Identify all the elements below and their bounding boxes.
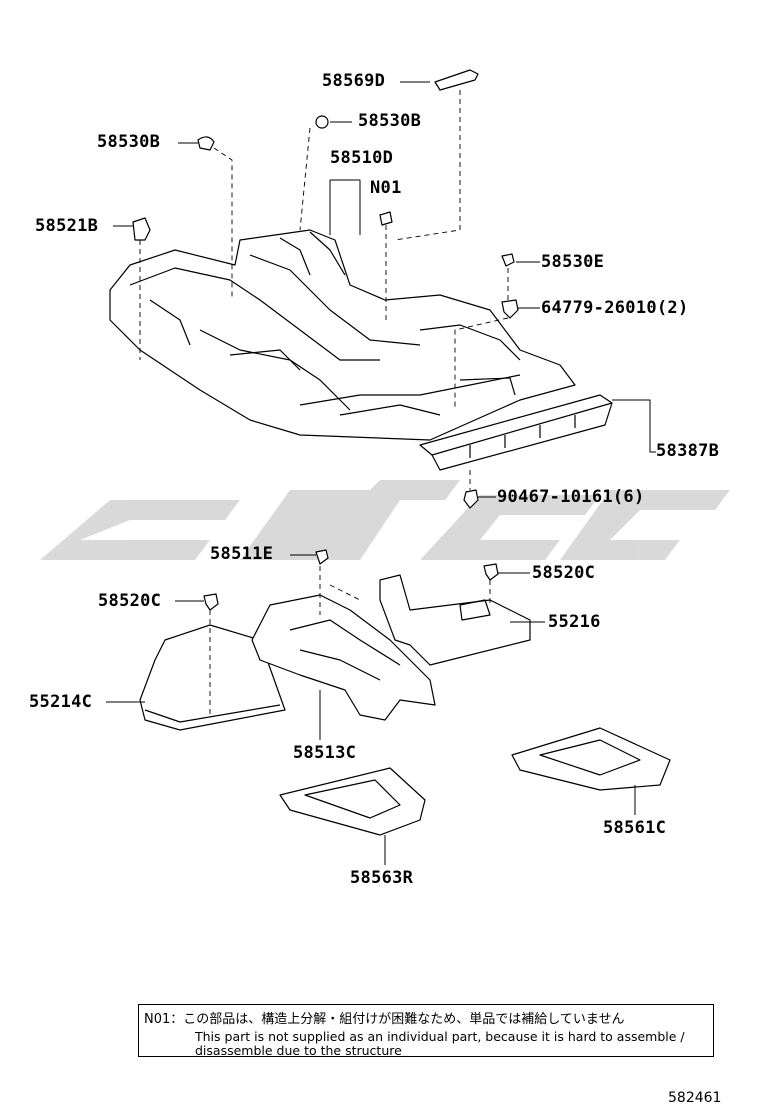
clip-n01 [379,211,393,226]
mat-55214C [139,624,286,731]
label-58520C-right: 58520C [532,563,596,583]
clip-58530E [501,253,515,267]
clip-58530B-top [315,115,329,129]
label-58387B: 58387B [656,441,720,461]
note-english-line2: disassemble due to the structure [195,1043,402,1058]
tunnel-58513C [251,594,436,721]
label-58530B-left: 58530B [97,132,161,152]
label-58513C: 58513C [293,743,357,763]
part-58569D [434,69,479,91]
clip-58511E [315,549,329,565]
part-58521B [132,217,151,241]
clip-58520C-right [483,563,499,581]
floor-carpet-58510D [109,229,576,441]
clip-64779 [501,299,519,319]
label-58530E: 58530E [541,252,605,272]
note-english-line1: This part is not supplied as an individu… [195,1029,685,1044]
note-box: N01：この部品は、構造上分解・組付けが困難なため、単品では補給していません T… [138,1004,714,1058]
label-58569D: 58569D [322,71,386,91]
label-90467-10161: 90467-10161(6) [497,487,645,507]
label-64779-26010: 64779-26010(2) [541,298,689,318]
dashed-lines [139,90,509,715]
label-n01: N01 [370,178,402,198]
label-58520C-left: 58520C [98,591,162,611]
label-55214C: 55214C [29,692,93,712]
label-58510D: 58510D [330,148,394,168]
note-japanese: N01：この部品は、構造上分解・組付けが困難なため、単品では補給していません [144,1012,625,1027]
mat-55216 [379,574,531,666]
clip-58530B-left [197,136,215,151]
leader-lines [106,81,656,865]
label-58511E: 58511E [210,544,274,564]
tray-58561C [511,727,671,791]
watermark [40,480,730,560]
label-58561C: 58561C [603,818,667,838]
label-58521B: 58521B [35,216,99,236]
figure-number: 582461 [668,1090,722,1106]
label-58563R: 58563R [350,868,414,888]
clip-90467 [463,489,479,509]
label-55216: 55216 [548,612,601,632]
sill-strip-58387B [419,394,613,471]
label-58530B-top: 58530B [358,111,422,131]
tray-58563R [279,767,426,836]
clip-58520C-left [203,593,219,611]
